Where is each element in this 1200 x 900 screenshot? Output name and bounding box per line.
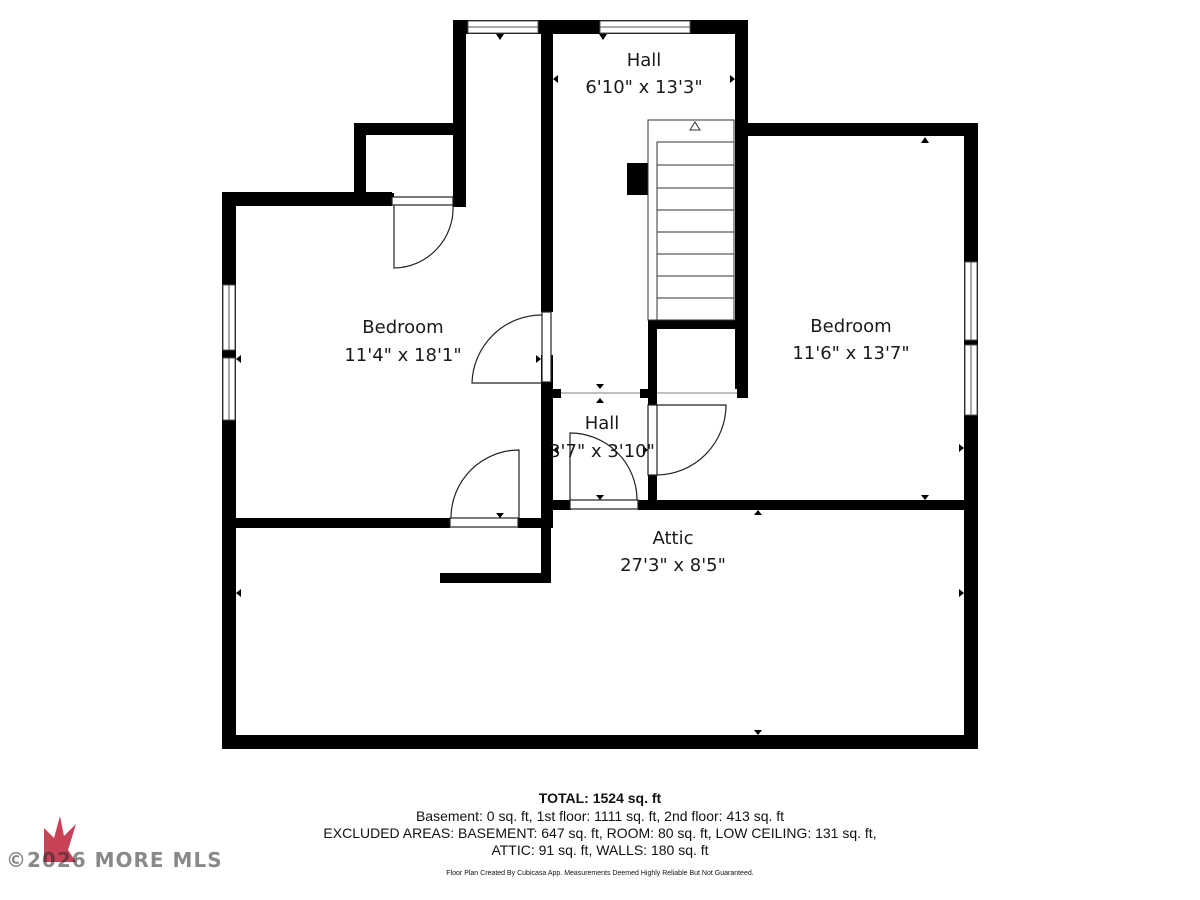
wall-small-hall-top-left: [541, 389, 561, 398]
wall-small-hall-left: [541, 395, 553, 525]
wall-attic-stub-h: [440, 573, 551, 583]
walls: [222, 20, 978, 749]
wall-closet-right-top: [648, 320, 742, 329]
wall-closet-top: [354, 123, 466, 135]
stairs: [647, 119, 735, 321]
wall-small-hall-bottom-b: [638, 500, 978, 510]
wall-hall-center: [541, 20, 553, 312]
room-hall-small-dims: 3'7" x 3'10": [549, 441, 655, 462]
floor-areas: Basement: 0 sq. ft, 1st floor: 1111 sq. …: [415, 808, 785, 824]
doors: [391, 196, 737, 528]
wall-bedroom-left-bottom-a: [222, 518, 450, 528]
room-hall-top-dims: 6'10" x 13'3": [585, 77, 702, 98]
dimension-markers: [236, 34, 964, 735]
wall-small-hall-bottom-a: [541, 500, 571, 510]
room-hall-small-name: Hall: [585, 413, 620, 434]
room-hall-top-name: Hall: [627, 50, 662, 71]
wall-bottom: [222, 735, 978, 749]
wall-closet-bottom: [354, 193, 394, 205]
door-small-hall-bottom: [569, 499, 639, 510]
wall-bedroom-left-top: [222, 192, 392, 206]
room-attic-name: Attic: [652, 528, 693, 549]
wall-attic-stub-v: [541, 510, 551, 583]
wall-bedroom-left-bottom-b: [518, 518, 553, 528]
door-closet: [391, 196, 454, 206]
total-area: TOTAL: 1524 sq. ft: [538, 790, 662, 806]
room-bedroom-left-dims: 11'4" x 18'1": [344, 345, 461, 366]
room-bedroom-right-dims: 11'6" x 13'7": [792, 343, 909, 364]
watermark-text: ©2026 MORE MLS: [6, 848, 223, 872]
door-bedroom-left-east: [541, 311, 552, 383]
wall-small-hall-top-right: [640, 389, 660, 398]
wall-closet-right-left: [648, 320, 657, 398]
door-bedroom-left-south: [449, 517, 519, 528]
wall-closet-left: [354, 123, 366, 203]
wall-corridor-left: [453, 20, 466, 130]
room-bedroom-left-name: Bedroom: [362, 317, 443, 338]
wall-closet-right: [453, 123, 466, 207]
wall-hall-right: [735, 20, 748, 398]
room-attic-dims: 27'3" x 8'5": [620, 555, 726, 576]
wall-left: [222, 192, 236, 748]
excluded-areas-cont: ATTIC: 91 sq. ft, WALLS: 180 sq. ft: [491, 842, 709, 858]
room-bedroom-right-name: Bedroom: [810, 316, 891, 337]
wall-bedroom-right-top: [735, 123, 978, 136]
door-bedroom-right: [647, 404, 658, 476]
chimney: [627, 163, 648, 195]
wall-right: [964, 123, 978, 749]
excluded-areas: EXCLUDED AREAS: BASEMENT: 647 sq. ft, RO…: [323, 825, 877, 841]
mls-logo-icon: [44, 816, 76, 862]
credit-note: Floor Plan Created By Cubicasa App. Meas…: [446, 870, 754, 877]
